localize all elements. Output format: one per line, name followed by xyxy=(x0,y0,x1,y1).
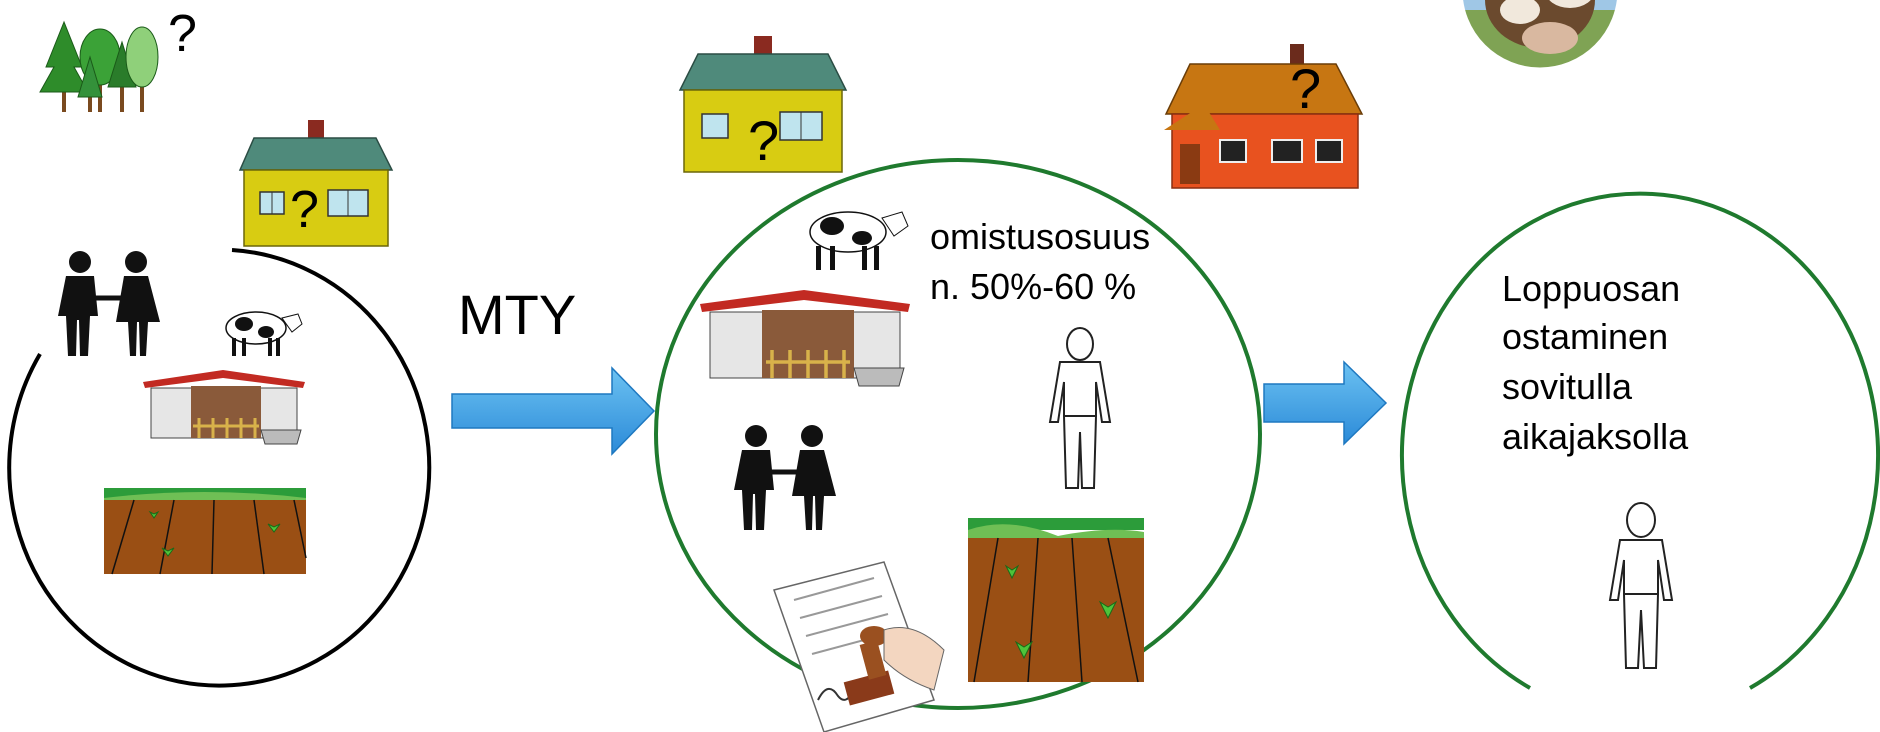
remainder-line-3: sovitulla xyxy=(1502,366,1633,407)
future-ownership-circle xyxy=(1400,160,1880,700)
remainder-line-1: Loppuosan xyxy=(1502,268,1681,309)
mty-farm-circle xyxy=(650,156,1270,716)
barn-icon xyxy=(700,288,910,388)
arrow-icon xyxy=(1263,360,1388,446)
cow-icon xyxy=(804,202,910,274)
couple-icon xyxy=(52,250,172,356)
mty-label: MTY xyxy=(458,283,577,346)
couple-icon xyxy=(728,424,848,530)
question-mark: ? xyxy=(748,109,780,172)
question-mark: ? xyxy=(1290,57,1322,120)
cow-icon xyxy=(222,304,304,360)
current-farm-circle xyxy=(0,236,460,696)
remainder-line-4: aikajaksolla xyxy=(1502,416,1689,457)
field-icon xyxy=(104,488,307,575)
question-mark: ? xyxy=(168,5,197,63)
contract-stamp-icon xyxy=(764,560,954,732)
remainder-line-2: ostaminen xyxy=(1502,316,1669,357)
ownership-line-2: n. 50%-60 % xyxy=(930,266,1137,307)
house-icon xyxy=(678,36,848,173)
field-icon xyxy=(968,518,1144,683)
cow-photo-icon xyxy=(1450,0,1630,80)
arrow-icon xyxy=(451,366,656,456)
barn-icon xyxy=(143,368,305,446)
question-mark: ? xyxy=(290,181,319,239)
house-icon xyxy=(238,120,394,247)
house-icon xyxy=(1160,44,1364,189)
farmer-icon xyxy=(1040,324,1120,498)
trees-icon xyxy=(38,12,178,122)
ownership-line-1: omistusosuus xyxy=(930,216,1151,257)
farmer-icon xyxy=(1598,500,1684,676)
